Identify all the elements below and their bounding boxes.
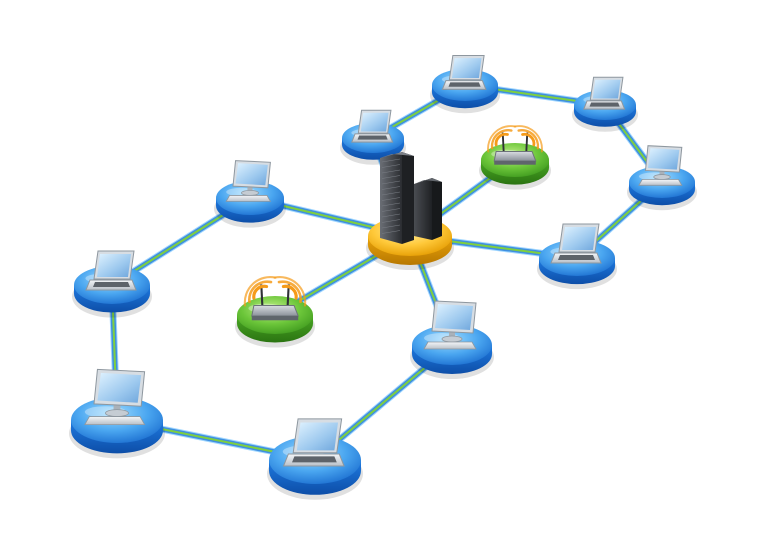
computer-node [69, 368, 165, 459]
computer-node [430, 54, 500, 114]
server-tower-icon [380, 152, 442, 244]
laptop-icon [351, 109, 394, 143]
router-node [479, 125, 551, 190]
computer-node [72, 250, 152, 318]
laptop-icon [85, 250, 137, 291]
computer-node [572, 76, 638, 132]
wifi-signal-icon [243, 276, 307, 307]
wifi-signal-icon [487, 125, 543, 153]
desktop-computer-icon [638, 145, 683, 186]
laptop-icon [282, 418, 345, 467]
computer-node [340, 109, 406, 165]
computer-node [410, 300, 494, 379]
desktop-computer-icon [423, 300, 477, 350]
router-node [235, 276, 315, 348]
computer-node [537, 223, 617, 290]
desktop-computer-icon [225, 160, 272, 202]
laptop-icon [441, 54, 487, 90]
computer-node [214, 160, 286, 228]
laptop-icon [583, 76, 626, 110]
computer-node [627, 145, 697, 211]
computer-node [267, 418, 363, 500]
desktop-computer-icon [84, 368, 146, 425]
network-nodes [69, 54, 697, 500]
laptop-icon [550, 223, 602, 264]
server-node [366, 152, 454, 270]
